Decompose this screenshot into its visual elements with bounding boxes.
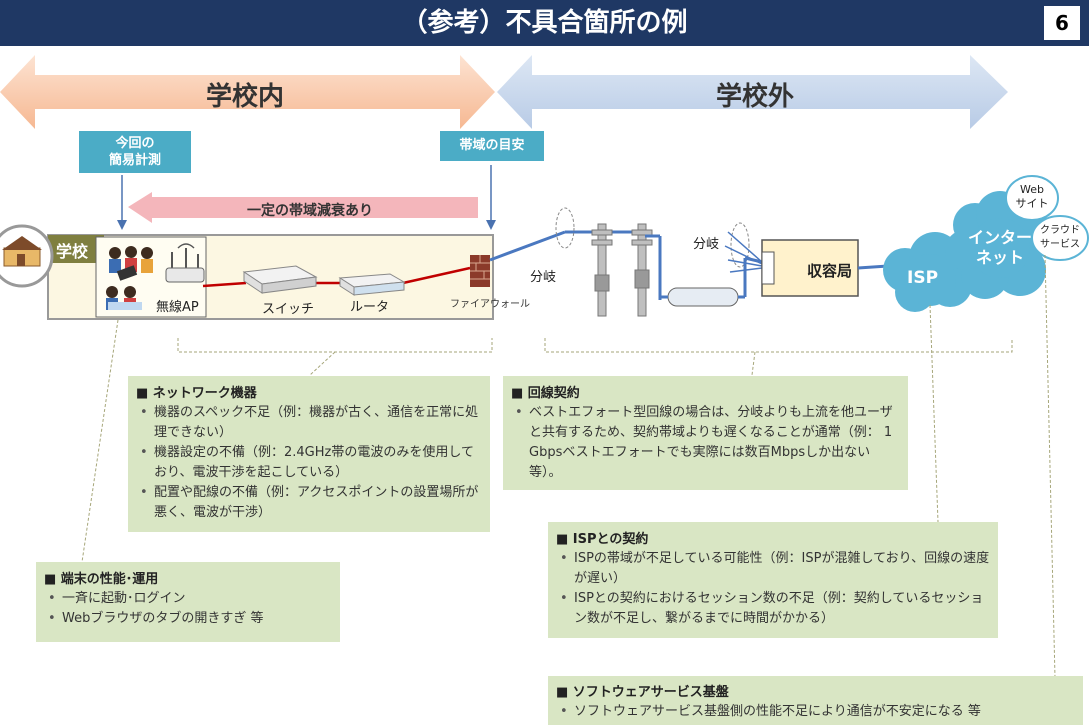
- terminal-box: ■ 端末の性能･運用 一斉に起動･ログイン Webブラウザのタブの開きすぎ 等: [36, 562, 340, 642]
- isp-cloud: [883, 232, 972, 312]
- list-item: ISPとの契約におけるセッション数の不足（例：契約しているセッション数が不足し、…: [560, 589, 990, 629]
- software-service-box: ■ ソフトウェアサービス基盤 ソフトウェアサービス基盤側の性能不足により通信が不…: [548, 676, 1083, 725]
- isp-contract-box: ■ ISPとの契約 ISPの帯域が不足している可能性（例：ISPが混雑しており、…: [548, 522, 998, 638]
- list-item: 機器設定の不備（例：2.4GHz帯の電波のみを使用しており、電波干渉を起こしてい…: [140, 443, 482, 483]
- school-label: 学校: [56, 242, 89, 261]
- utility-poles: [591, 223, 653, 317]
- bandwidth-tag: 帯域の目安: [440, 131, 544, 161]
- title-bar: [0, 0, 1089, 46]
- list-item: 配置や配線の不備（例：アクセスポイントの設置場所が悪く、電波が干渉）: [140, 483, 482, 523]
- line-box-title: ■ 回線契約: [511, 386, 580, 401]
- internet-label: インター ネット: [967, 228, 1032, 267]
- firewall-label: ファイアウォール: [450, 299, 530, 310]
- outside-zone-arrow: [497, 55, 1008, 129]
- cloud-service-label: クラウド サービス: [1040, 225, 1080, 250]
- network-equipment-box: ■ ネットワーク機器 機器のスペック不足（例：機器が古く、通信を正常に処理できな…: [128, 376, 490, 532]
- cable-closure: [667, 287, 739, 307]
- router-label: ルータ: [350, 300, 390, 315]
- central-office-box: [761, 239, 859, 297]
- web-site-label: Web サイト: [1015, 183, 1049, 210]
- list-item: 一斉に起動･ログイン: [48, 589, 332, 609]
- attenuation-label: 一定の帯域減衰あり: [247, 203, 373, 219]
- list-item: ISPの帯域が不足している可能性（例：ISPが混雑しており、回線の速度が遅い）: [560, 549, 990, 589]
- branch-label-2: 分岐: [693, 237, 720, 252]
- measure-tag: 今回の 簡易計測: [79, 131, 191, 173]
- firewall-icon: [470, 255, 490, 287]
- branch-label-1: 分岐: [530, 270, 557, 285]
- list-item: Webブラウザのタブの開きすぎ 等: [48, 609, 332, 629]
- web-site-bubble: [1005, 175, 1059, 221]
- list-item: ベストエフォート型回線の場合は、分岐よりも上流を他ユーザと共有するため、契約帯域…: [515, 403, 900, 483]
- terminal-box-title: ■ 端末の性能･運用: [44, 572, 159, 587]
- list-item: ソフトウェアサービス基盤側の性能不足により通信が不安定になる 等: [560, 702, 1075, 722]
- wireless-ap-icon: [165, 243, 205, 283]
- attenuation-arrow: [128, 192, 478, 223]
- inside-zone-arrow: [0, 55, 495, 129]
- switch-icon: [242, 265, 318, 294]
- cloud-service-bubble: [1031, 215, 1089, 261]
- switch-label: スイッチ: [262, 302, 315, 317]
- outside-zone-label: 学校外: [715, 82, 794, 112]
- central-office-label: 収容局: [806, 262, 852, 280]
- page-title: （参考）不具合箇所の例: [401, 8, 688, 38]
- students-icon: [106, 246, 153, 310]
- isp-box-title: ■ ISPとの契約: [556, 532, 649, 547]
- line-contract-box: ■ 回線契約 ベストエフォート型回線の場合は、分岐よりも上流を他ユーザと共有する…: [503, 376, 908, 490]
- internet-cloud: [945, 191, 1054, 299]
- ap-label: 無線AP: [156, 300, 199, 315]
- list-item: 機器のスペック不足（例：機器が古く、通信を正常に処理できない）: [140, 403, 482, 443]
- network-box-title: ■ ネットワーク機器: [136, 386, 257, 401]
- page-number: 6: [1044, 6, 1080, 40]
- router-icon: [338, 273, 406, 296]
- inside-zone-label: 学校内: [205, 82, 284, 112]
- isp-label: ISP: [907, 268, 939, 288]
- software-box-title: ■ ソフトウェアサービス基盤: [556, 685, 729, 700]
